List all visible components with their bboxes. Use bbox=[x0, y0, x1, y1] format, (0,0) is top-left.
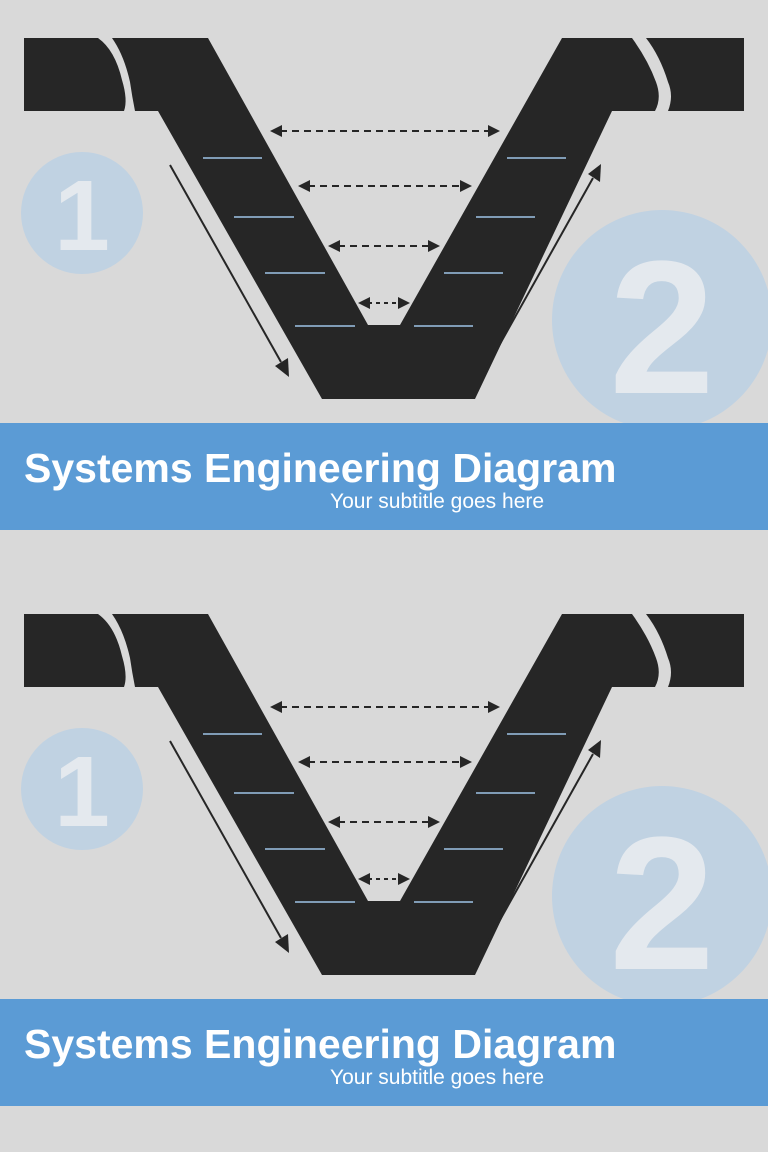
down-arrowhead bbox=[275, 934, 289, 953]
title-banner: Systems Engineering Diagram Your subtitl… bbox=[0, 423, 768, 530]
up-arrowhead bbox=[588, 740, 601, 758]
diagram-subtitle: Your subtitle goes here bbox=[330, 1066, 545, 1089]
v-body bbox=[112, 38, 659, 399]
diagram-title: Systems Engineering Diagram bbox=[24, 445, 617, 491]
process-arrows bbox=[169, 164, 594, 377]
title-banner: Systems Engineering Diagram Your subtitl… bbox=[0, 999, 768, 1106]
circle-right bbox=[552, 210, 768, 430]
arrowheads bbox=[270, 701, 500, 885]
v-shape bbox=[24, 38, 744, 399]
down-arrowhead bbox=[275, 358, 289, 377]
dashed-arrows bbox=[280, 130, 490, 304]
diagram-subtitle: Your subtitle goes here bbox=[330, 490, 545, 513]
circle-right bbox=[552, 786, 768, 1006]
v-body bbox=[112, 614, 659, 975]
level-lines bbox=[203, 157, 566, 327]
number-2: 2 bbox=[609, 222, 715, 434]
v-shape bbox=[24, 614, 744, 975]
left-arm-block bbox=[24, 614, 126, 687]
right-arm-block bbox=[646, 38, 744, 111]
diagram-title: Systems Engineering Diagram bbox=[24, 1021, 617, 1067]
slide-1: 1 2 bbox=[0, 38, 768, 530]
right-arm-block bbox=[646, 614, 744, 687]
level-lines bbox=[203, 733, 566, 903]
circle-left bbox=[21, 152, 143, 274]
number-1: 1 bbox=[54, 160, 110, 272]
left-arm-block bbox=[24, 38, 126, 111]
slide-2: 1 2 bbox=[0, 576, 768, 1152]
process-arrows bbox=[169, 740, 594, 953]
up-arrowhead bbox=[588, 164, 601, 182]
v-model-diagram: 1 2 bbox=[21, 38, 768, 434]
circle-left bbox=[21, 728, 143, 850]
arrowheads bbox=[270, 125, 500, 309]
number-2: 2 bbox=[609, 798, 715, 1010]
dashed-arrows bbox=[280, 706, 490, 880]
v-model-diagram: 1 2 bbox=[21, 614, 768, 1010]
number-1: 1 bbox=[54, 736, 110, 848]
